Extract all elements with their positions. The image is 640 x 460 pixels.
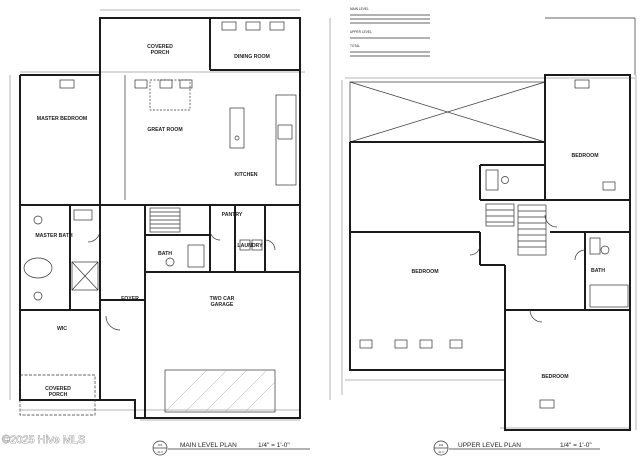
covered-porch-top-line2: PORCH (151, 50, 170, 56)
room-upper-bedroom-center: BEDROOM (411, 269, 438, 275)
stair (149, 207, 181, 233)
area-main-heading: MAIN LEVEL (350, 7, 369, 11)
main-title-number: 101 (158, 443, 163, 447)
main-title-name: MAIN LEVEL PLAN (180, 442, 237, 449)
upper-title-number: 102 (439, 443, 444, 447)
garage-line2: GARAGE (211, 302, 234, 308)
room-foyer: FOYER (121, 296, 139, 302)
covered-porch-top-line1: COVERED (147, 44, 173, 50)
main-title-sheet: A1.0 (157, 450, 163, 454)
area-table: MAIN LEVEL UPPER LEVEL TOTAL (350, 7, 430, 57)
watermark: ©2025 Hive MLS (2, 434, 85, 446)
room-master-bedroom: MASTER BEDROOM (37, 116, 87, 122)
upper-title-scale: 1/4" = 1'-0" (560, 442, 592, 449)
room-bath: BATH (158, 251, 172, 257)
main-title-scale: 1/4" = 1'-0" (258, 442, 290, 449)
room-upper-bath: BATH (591, 268, 605, 274)
main-title-block: 101 A1.0 MAIN LEVEL PLAN 1/4" = 1'-0" (152, 440, 310, 456)
room-great-room: GREAT ROOM (147, 127, 182, 133)
room-wic: WIC (57, 326, 67, 332)
room-master-bath: MASTER BATH (35, 233, 73, 239)
room-pantry: PANTRY (222, 212, 243, 218)
area-upper-heading: UPPER LEVEL (350, 30, 372, 34)
room-kitchen: KITCHEN (234, 172, 257, 178)
garage-line1: TWO CAR (210, 296, 235, 302)
upper-title-block: 102 A1.0 UPPER LEVEL PLAN 1/4" = 1'-0" (433, 440, 600, 456)
upper-title-name: UPPER LEVEL PLAN (458, 442, 521, 449)
upper-title-sheet: A1.0 (438, 450, 444, 454)
area-total-heading: TOTAL (350, 44, 360, 48)
upper-stair (485, 203, 547, 256)
upper-level-plan: MAIN LEVEL UPPER LEVEL TOTAL (341, 7, 637, 456)
room-upper-bedroom-bottom: BEDROOM (541, 374, 568, 380)
covered-porch-bottom-line2: PORCH (49, 392, 68, 398)
room-dining-room: DINING ROOM (234, 54, 270, 60)
room-upper-bedroom-right: BEDROOM (571, 153, 598, 159)
room-laundry: LAUNDRY (237, 243, 263, 249)
covered-porch-bottom-line1: COVERED (45, 386, 71, 392)
